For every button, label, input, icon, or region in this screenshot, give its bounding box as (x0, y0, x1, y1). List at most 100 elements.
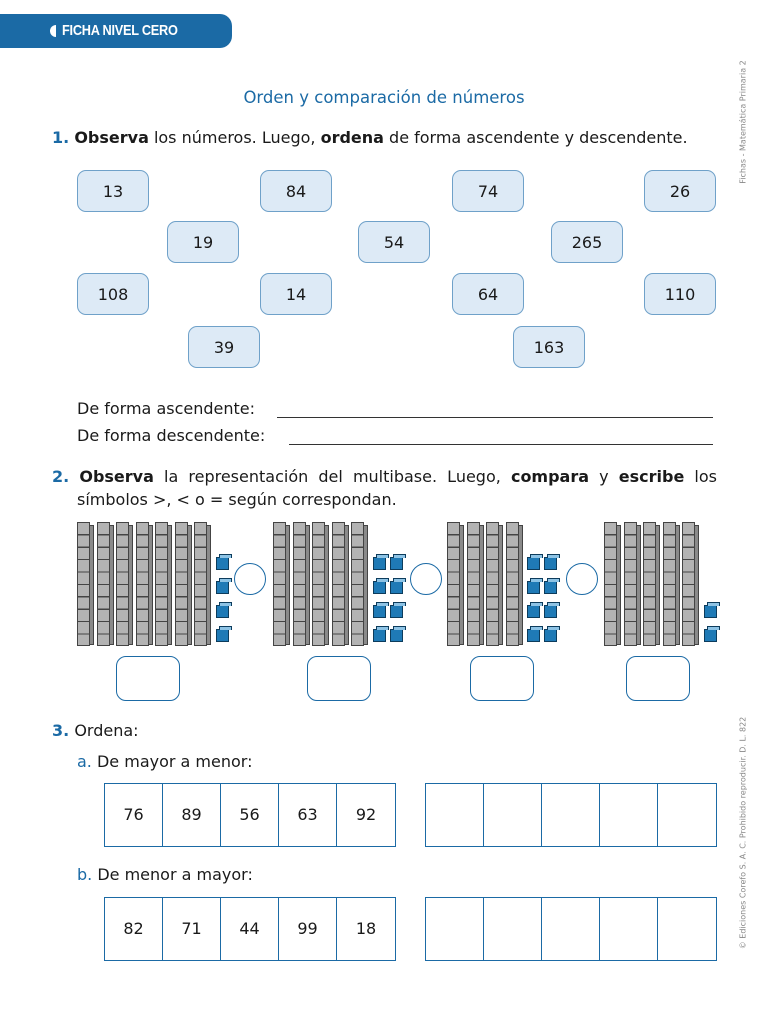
answer-cell[interactable] (484, 784, 542, 846)
value-cell: 44 (221, 898, 279, 960)
compare-circle[interactable] (234, 563, 266, 595)
page-title: Orden y comparación de números (243, 88, 525, 107)
value-cell: 63 (279, 784, 337, 846)
unit-cube-icon (389, 626, 406, 642)
q2-bold-compara: compara (510, 467, 590, 486)
q1-instruction: 1. Observa los números. Luego, ordena de… (52, 127, 688, 149)
q3a-letter: a. (77, 752, 92, 771)
ten-rod-icon (77, 522, 94, 646)
ten-rod-icon (273, 522, 290, 646)
answer-cell[interactable] (484, 898, 542, 960)
answer-cell[interactable] (426, 784, 484, 846)
q3a-text: De mayor a menor: (91, 752, 253, 771)
unit-cube-icon (372, 602, 389, 618)
unit-cube-icon (215, 626, 232, 642)
q1-bold-observa: Observa (74, 128, 149, 147)
q3-instruction: 3. Ordena: (52, 720, 139, 742)
answer-cell[interactable] (542, 784, 600, 846)
q3a-answer-row (425, 783, 717, 847)
ten-rod-icon (194, 522, 211, 646)
ten-rod-icon (155, 522, 172, 646)
value-cell: 56 (221, 784, 279, 846)
ten-rod-icon (292, 522, 310, 646)
q3-label: Ordena (74, 721, 134, 740)
unit-cube-icon (544, 578, 560, 594)
answer-cell[interactable] (542, 898, 600, 960)
number-answer-box[interactable] (116, 656, 180, 701)
q1-text-1: los números. Luego, (148, 128, 321, 147)
q3b-instruction: b. De menor a mayor: (77, 864, 253, 886)
ten-rod-icon (447, 522, 464, 646)
q3-colon: : (133, 721, 139, 740)
answer-cell[interactable] (658, 898, 716, 960)
unit-cube-icon (372, 578, 389, 594)
number-box: 110 (644, 273, 716, 315)
unit-cube-icon (372, 554, 389, 570)
q3b-letter: b. (77, 865, 93, 884)
ten-rod-icon (643, 522, 660, 646)
number-answer-box[interactable] (307, 656, 371, 701)
answer-cell[interactable] (600, 784, 658, 846)
unit-cube-icon (389, 602, 406, 618)
unit-cube-icon (544, 554, 560, 570)
value-cell: 89 (163, 784, 221, 846)
q3a-instruction: a. De mayor a menor: (77, 751, 252, 773)
answer-cell[interactable] (658, 784, 716, 846)
q2-text-2: y (589, 467, 619, 486)
ten-rod-icon (623, 522, 641, 646)
ascending-answer-line[interactable] (277, 417, 713, 418)
value-cell: 71 (163, 898, 221, 960)
number-box: 19 (167, 221, 239, 263)
q1-text-2: de forma ascendente y descendente. (383, 128, 688, 147)
side-caption-bottom: © Ediciones Corefo S. A. C. Prohibido re… (737, 700, 749, 966)
unit-cube-icon (389, 554, 406, 570)
q3b-text: De menor a mayor: (92, 865, 253, 884)
number-answer-box[interactable] (626, 656, 690, 701)
q2-text-3: los (684, 467, 718, 486)
unit-cube-icon (372, 626, 389, 642)
tab-label: FICHA NIVEL CERO (62, 22, 178, 39)
ten-rod-icon (505, 522, 523, 646)
unit-cube-icon (527, 602, 543, 618)
descending-label: De forma descendente: (77, 426, 266, 445)
unit-cube-icon (215, 602, 232, 618)
q2-bold-observa: Observa (79, 467, 154, 486)
ten-rod-icon (135, 522, 153, 646)
answer-cell[interactable] (600, 898, 658, 960)
q1-number: 1. (52, 128, 70, 147)
value-cell: 92 (355, 805, 377, 824)
q3b-answer-row (425, 897, 717, 961)
number-box: 54 (358, 221, 430, 263)
value-cell: 18 (355, 919, 377, 938)
descending-answer-line[interactable] (289, 444, 713, 445)
unit-cube-icon (527, 554, 543, 570)
ten-rod-icon (662, 522, 680, 646)
unit-cube-icon (527, 578, 543, 594)
q2-text-1: la representación del multibase. Luego, (153, 467, 511, 486)
ten-rod-icon (486, 522, 503, 646)
unit-cube-icon (215, 578, 232, 594)
value-cell: 76 (105, 784, 163, 846)
number-answer-box[interactable] (470, 656, 534, 701)
number-box: 108 (77, 273, 149, 315)
q2-instruction-line2: símbolos >, < o = según correspondan. (77, 490, 397, 509)
q3b-given-row: 82 71 44 99 18 (104, 897, 396, 961)
ten-rod-icon (331, 522, 349, 646)
ten-rod-icon (312, 522, 329, 646)
ten-rod-icon (466, 522, 484, 646)
number-box: 265 (551, 221, 623, 263)
compare-circle[interactable] (410, 563, 442, 595)
answer-cell[interactable] (426, 898, 484, 960)
number-box: 14 (260, 273, 332, 315)
ten-rod-icon (174, 522, 192, 646)
unit-cube-icon (215, 554, 232, 570)
unit-cube-icon (544, 626, 560, 642)
ten-rod-icon (116, 522, 133, 646)
ascending-label: De forma ascendente: (77, 399, 256, 418)
q3-number: 3. (52, 721, 70, 740)
tab-mark-icon (50, 25, 56, 37)
ten-rod-icon (682, 522, 699, 646)
unit-cube-icon (703, 626, 720, 642)
unit-cube-icon (544, 602, 560, 618)
compare-circle[interactable] (566, 563, 598, 595)
